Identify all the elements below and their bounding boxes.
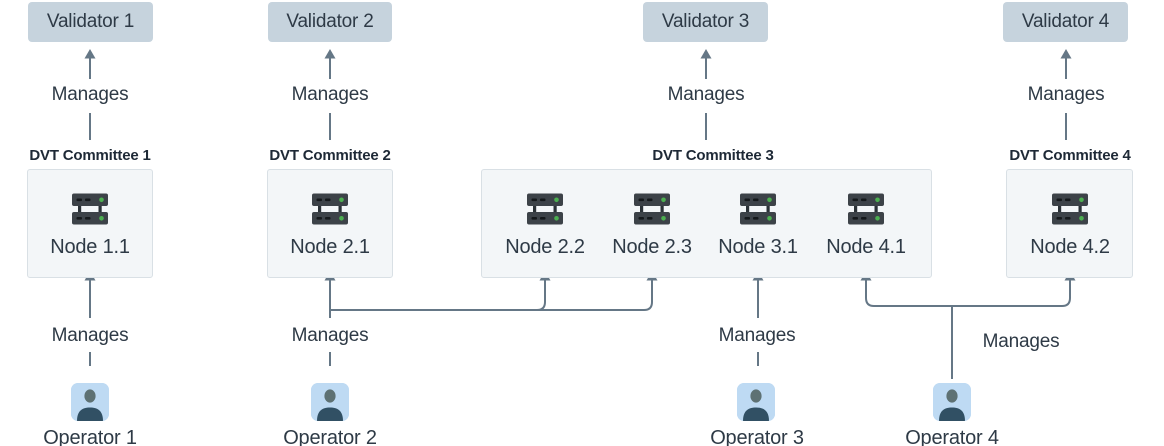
validator-1-box: Validator 1 bbox=[28, 2, 153, 42]
manages-label-operator-1: Manages bbox=[51, 325, 129, 346]
server-icon bbox=[310, 190, 350, 228]
arrow-operator4-node42 bbox=[952, 271, 1076, 307]
node-2-1-label: Node 2.1 bbox=[290, 236, 370, 258]
manages-label-operator-3: Manages bbox=[718, 325, 796, 346]
operator-person-icon bbox=[311, 383, 349, 421]
node-4-1-label: Node 4.1 bbox=[826, 236, 906, 258]
operator-4-label: Operator 4 bbox=[905, 427, 999, 446]
operator-person-icon bbox=[71, 383, 109, 421]
server-icon bbox=[846, 190, 886, 228]
node-1-1-label: Node 1.1 bbox=[50, 236, 130, 258]
manages-label-validator-2: Manages bbox=[291, 84, 369, 105]
validator-2-label: Validator 2 bbox=[286, 11, 374, 32]
operator-1-label: Operator 1 bbox=[43, 427, 137, 446]
operator-3-label: Operator 3 bbox=[710, 427, 804, 446]
operator-person-icon bbox=[933, 383, 971, 421]
committee-3-title: DVT Committee 3 bbox=[652, 147, 774, 164]
validator-3-box: Validator 3 bbox=[643, 2, 768, 42]
manages-label-operator-4: Manages bbox=[982, 331, 1060, 352]
node-2-2-label: Node 2.2 bbox=[505, 236, 585, 258]
committee-1-title: DVT Committee 1 bbox=[29, 147, 151, 164]
committee-2-title: DVT Committee 2 bbox=[269, 147, 391, 164]
server-icon bbox=[738, 190, 778, 228]
operator-person-icon bbox=[737, 383, 775, 421]
manages-label-operator-2: Manages bbox=[291, 325, 369, 346]
committee-4-title: DVT Committee 4 bbox=[1009, 147, 1131, 164]
arrow-operator2-node23 bbox=[330, 271, 658, 311]
node-4-2-label: Node 4.2 bbox=[1030, 236, 1110, 258]
arrow-operator4-node41 bbox=[860, 271, 952, 307]
node-3-1-label: Node 3.1 bbox=[718, 236, 798, 258]
arrow-operator2-node22 bbox=[536, 271, 551, 311]
manages-label-validator-1: Manages bbox=[51, 84, 129, 105]
node-2-3-label: Node 2.3 bbox=[612, 236, 692, 258]
server-icon bbox=[70, 190, 110, 228]
validator-3-label: Validator 3 bbox=[661, 11, 750, 32]
manages-label-validator-3: Manages bbox=[667, 84, 745, 105]
operator-2-label: Operator 2 bbox=[283, 427, 377, 446]
server-icon bbox=[632, 190, 672, 228]
validator-1-label: Validator 1 bbox=[46, 11, 135, 32]
validator-4-box: Validator 4 bbox=[1003, 2, 1128, 42]
server-icon bbox=[1050, 190, 1090, 228]
validator-2-box: Validator 2 bbox=[268, 2, 392, 42]
server-icon bbox=[525, 190, 565, 228]
manages-label-validator-4: Manages bbox=[1027, 84, 1105, 105]
validator-4-label: Validator 4 bbox=[1021, 11, 1110, 32]
